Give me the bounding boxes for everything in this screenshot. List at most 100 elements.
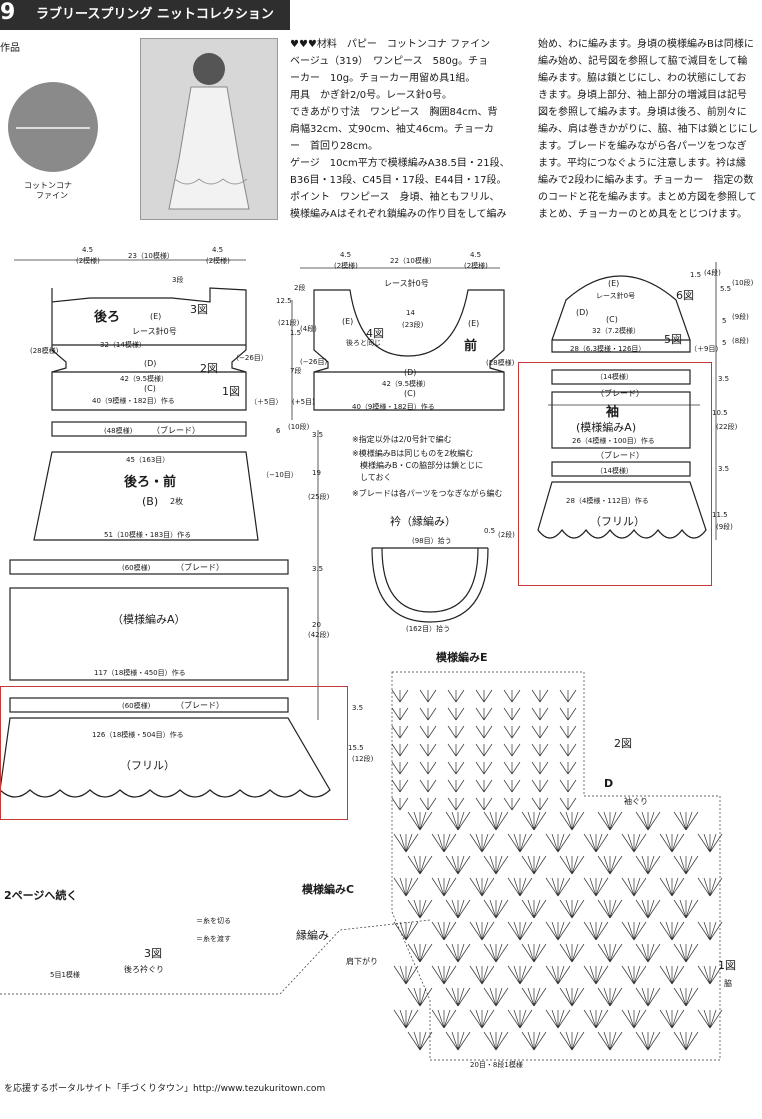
- sleeve-dim2: (22段): [716, 423, 738, 431]
- back-side-dim: 6: [276, 427, 281, 435]
- front-back-note: 後ろと同じ: [346, 339, 381, 347]
- skirt-braid2: （ブレード）: [176, 563, 224, 572]
- materials-line: 肩幅32cm、丈90cm、袖丈46cm。チョーカ: [290, 124, 494, 135]
- sleeve-r14b: （14模様）: [596, 467, 633, 475]
- back-side-dim: (−26目): [300, 358, 328, 366]
- back-p5: （＋5目）: [250, 398, 283, 406]
- sleeve-right-dim: (8段): [732, 337, 749, 345]
- sleeve-right-dim: 5: [722, 339, 727, 347]
- issue-label: 作品: [0, 43, 20, 54]
- back-side-dim: (10段): [288, 423, 310, 431]
- sleeve-braid1: （ブレード）: [596, 389, 644, 398]
- back-r40: 40（9模様・182目）作る: [92, 397, 175, 405]
- back-side-dim: (+5目): [292, 398, 315, 406]
- sleeve-frill: （フリル）: [590, 515, 645, 528]
- back-side-dim: 7段: [290, 367, 302, 375]
- skirt-r60b: (60模様): [122, 702, 151, 710]
- back-dan3: 3段: [172, 276, 184, 284]
- back-r26: （−26目）: [232, 354, 268, 362]
- sleeve-zu5: 5図: [664, 333, 682, 346]
- sleeve-right-dim: 1.5: [690, 271, 702, 279]
- back-c: (C): [144, 384, 156, 393]
- skirt-side: (12段): [352, 755, 374, 763]
- sleeve-pattern: (模様編みA): [576, 421, 637, 434]
- skirt-r51: 51（10模様・183目）作る: [104, 531, 192, 539]
- sleeve-braid2: （ブレード）: [596, 451, 644, 460]
- back-dim: 4.5: [212, 246, 224, 254]
- sleeve-dim2: 10.5: [712, 409, 728, 417]
- note-line: ※指定以外は2/0号針で編む: [352, 435, 452, 444]
- instructions-line: ます。平均につなぐように注意します。衿は縁: [538, 158, 746, 169]
- skirt-two: 2枚: [170, 497, 184, 506]
- highlight-frill: [0, 686, 348, 820]
- instructions-line: ます。ブレードを編みながら各パーツをつなぎ: [538, 141, 747, 152]
- instructions-line: 編み、肩は巻きかがりに、脇、袖下は鎖とじにし: [538, 124, 758, 135]
- materials-line: ー 首回り28cm。: [290, 141, 378, 152]
- instructions-line: 編みで2段わに編みます。チョーカー 指定の数: [538, 175, 754, 186]
- note-line: しておく: [352, 473, 392, 482]
- swatch-label-2: ファイン: [36, 191, 68, 200]
- footer-text: を応援するポータルサイト「手づくりタウン」http://www.tezukuri…: [4, 1084, 326, 1094]
- skirt-side: 19: [312, 469, 321, 477]
- instructions-line: まとめ、チョーカーのとめ具をとじつけます。: [538, 209, 747, 220]
- issue-number: 9: [0, 0, 16, 25]
- chart-legend1: ＝糸を切る: [196, 917, 231, 925]
- front-center: (23段): [402, 321, 424, 329]
- instructions-line: 始め、わに編みます。身頃の模様編みBは同様に: [538, 39, 754, 50]
- skirt-r48: (48模様): [104, 427, 133, 435]
- back-r28: (28模様): [30, 347, 59, 355]
- skirt-r126: 126（18模様・504目）作る: [92, 731, 184, 739]
- note-line: ※ブレードは各パーツをつなぎながら編む: [352, 489, 503, 498]
- sleeve-c: (C): [606, 315, 618, 324]
- sleeve-dim2: 3.5: [718, 465, 730, 473]
- materials-line: ポイント ワンピース 身頃、袖ともフリル、: [290, 192, 500, 203]
- instructions-line: きます。身頃上部分、袖上部分の増減目は記号: [538, 90, 747, 101]
- back-dim: 4.5: [82, 246, 94, 254]
- back-zu2: 2図: [200, 362, 218, 375]
- skirt-r117: 117（18模様・450目）作る: [94, 669, 186, 677]
- back-dim: 23（10模様）: [128, 252, 174, 260]
- front-r40: 40（9模様・182目）作る: [352, 403, 435, 411]
- back-side-dim: (4段): [300, 325, 317, 333]
- skirt-r45: 45（163目）: [126, 456, 170, 464]
- skirt-b: (B): [142, 495, 159, 508]
- sleeve-right-dim: (9段): [732, 313, 749, 321]
- chart-katasagari: 肩下がり: [346, 957, 378, 966]
- title-banner: [0, 0, 290, 30]
- sleeve-zu6: 6図: [676, 289, 694, 302]
- sleeve-r32: 32（7.2模様）: [592, 327, 641, 335]
- back-title: 後ろ: [94, 310, 121, 325]
- front-e-left: (E): [342, 317, 354, 326]
- skirt-side: 3.5: [312, 431, 324, 439]
- banner-title: ラブリースプリング ニットコレクション: [36, 7, 274, 22]
- chart-bottom: 20目・8段1模様: [470, 1061, 523, 1069]
- back-zu1: 1図: [222, 385, 240, 398]
- back-r42: 42（9.5模様）: [120, 375, 169, 383]
- chart-zu3: 3図: [144, 947, 162, 960]
- front-dim: 4.5: [340, 251, 352, 259]
- skirt-r60a: (60模様): [122, 564, 151, 572]
- front-e-right: (E): [468, 319, 480, 328]
- chart-waki: 脇: [724, 979, 732, 988]
- front-dim: (2模様): [334, 262, 358, 270]
- swatch-line: [16, 127, 90, 129]
- skirt-side: (42段): [308, 631, 330, 639]
- sleeve-r28b: 28（4模様・112目）作る: [566, 497, 649, 505]
- chart-ushiro: 後ろ衿ぐり: [124, 965, 164, 974]
- skirt-side: 15.5: [348, 744, 364, 752]
- skirt-braid: （ブレード）: [152, 426, 200, 435]
- collar-title: 衿（縁編み）: [390, 515, 456, 528]
- skirt-pattern-a: （模様編みA）: [112, 613, 186, 626]
- front-center: 14: [406, 309, 415, 317]
- materials-text: ♥♥♥材料 パピー コットンコナ ファイン ベージュ（319） ワンピース 58…: [290, 36, 510, 223]
- front-dim: 22（10模様）: [390, 257, 436, 265]
- skirt-title: 後ろ・前: [124, 475, 177, 490]
- materials-line: できあがり寸法 ワンピース 胸囲84cm、背: [290, 107, 498, 118]
- instructions-text: 始め、わに編みます。身頃の模様編みBは同様に 編み始め、記号図を参照して脇で減目…: [538, 36, 758, 223]
- sleeve-dim2: 3.5: [718, 375, 730, 383]
- back-side-dim: 12.5: [276, 297, 292, 305]
- sleeve-right-dim: (10段): [732, 279, 754, 287]
- sleeve-dim2: 11.5: [712, 511, 728, 519]
- materials-line: ベージュ（319） ワンピース 580g。チョ: [290, 56, 489, 67]
- materials-line: ゲージ 10cm平方で模様編みA38.5目・21段、: [290, 158, 510, 169]
